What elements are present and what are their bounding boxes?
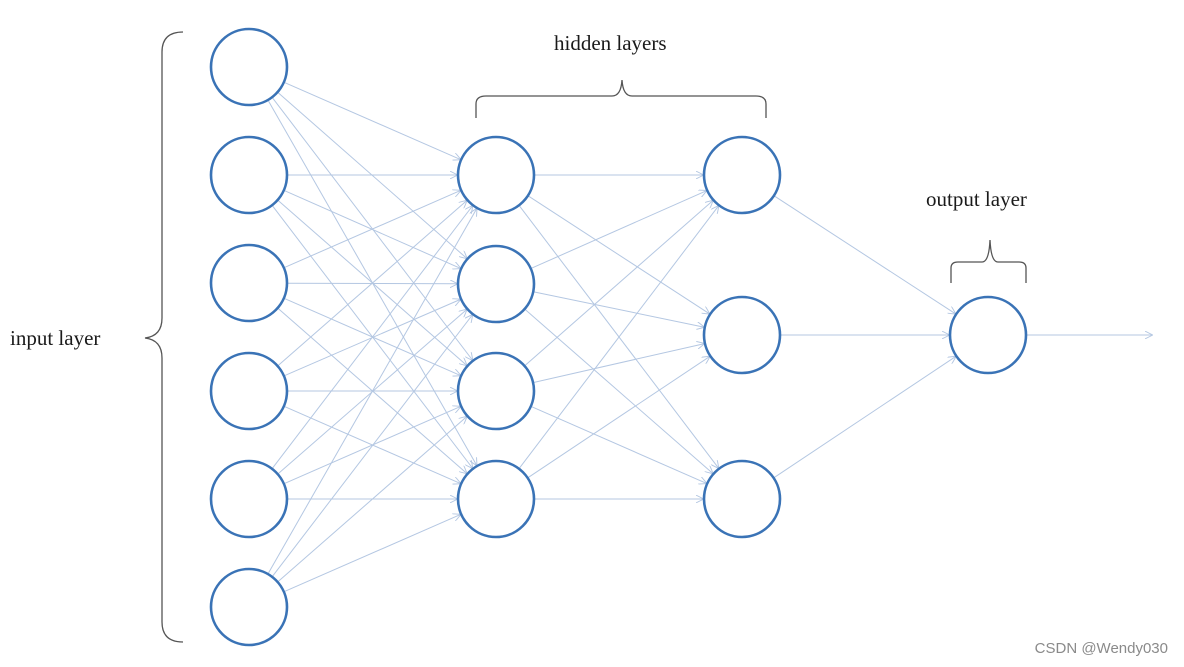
neuron-output-1 xyxy=(948,295,1028,375)
input-layer-bracket xyxy=(144,31,184,643)
connection-input-4-to-hidden-1-1 xyxy=(277,201,467,367)
connection-hidden-2-1-to-output-1 xyxy=(773,195,955,314)
connection-hidden-1-2-to-hidden-2-3 xyxy=(524,308,713,473)
connections xyxy=(267,81,1152,593)
connection-input-6-to-hidden-1-4 xyxy=(283,515,461,593)
connection-hidden-1-3-to-hidden-2-1 xyxy=(524,201,713,367)
connection-input-6-to-hidden-1-3 xyxy=(277,417,467,583)
connection-input-5-to-hidden-1-1 xyxy=(271,206,472,470)
connection-hidden-1-3-to-hidden-2-3 xyxy=(530,405,707,483)
neuron-input-1 xyxy=(209,27,289,107)
neuron-hidden-1-2 xyxy=(456,244,536,324)
hidden-layers-label: hidden layers xyxy=(554,31,667,55)
neuron-hidden-2-1 xyxy=(702,135,782,215)
neuron-hidden-1-1 xyxy=(456,135,536,215)
input-layer-label: input layer xyxy=(10,326,101,350)
connection-hidden-1-3-to-hidden-2-2 xyxy=(532,344,704,384)
neuron-hidden-1-3 xyxy=(456,351,536,431)
neuron-hidden-2-3 xyxy=(702,459,782,539)
hidden-layers-bracket xyxy=(475,79,767,118)
output-layer-label: output layer xyxy=(926,187,1027,211)
connection-hidden-1-1-to-hidden-2-2 xyxy=(527,195,709,314)
watermark: CSDN @Wendy030 xyxy=(1034,640,1168,657)
connection-input-3-to-hidden-1-1 xyxy=(283,191,461,269)
neurons xyxy=(209,27,1028,647)
connection-hidden-1-4-to-hidden-2-2 xyxy=(527,357,710,479)
connection-input-2-to-hidden-1-3 xyxy=(277,199,467,365)
neuron-input-2 xyxy=(209,135,289,215)
neuron-input-4 xyxy=(209,351,289,431)
connection-hidden-1-2-to-hidden-2-2 xyxy=(533,291,704,327)
connection-hidden-1-4-to-hidden-2-1 xyxy=(518,206,718,470)
neuron-hidden-1-4 xyxy=(456,459,536,539)
connection-hidden-2-3-to-output-1 xyxy=(773,357,956,479)
neuron-hidden-2-2 xyxy=(702,295,782,375)
connection-input-6-to-hidden-1-1 xyxy=(267,209,477,575)
connection-input-5-to-hidden-1-3 xyxy=(283,407,461,485)
connection-input-1-to-hidden-1-1 xyxy=(283,81,461,159)
connection-input-6-to-hidden-1-2 xyxy=(271,315,472,578)
neuron-input-6 xyxy=(209,567,289,647)
neuron-input-5 xyxy=(209,459,289,539)
neuron-input-3 xyxy=(209,243,289,323)
connection-hidden-1-2-to-hidden-2-1 xyxy=(530,191,707,270)
output-layer-bracket xyxy=(950,239,1027,283)
